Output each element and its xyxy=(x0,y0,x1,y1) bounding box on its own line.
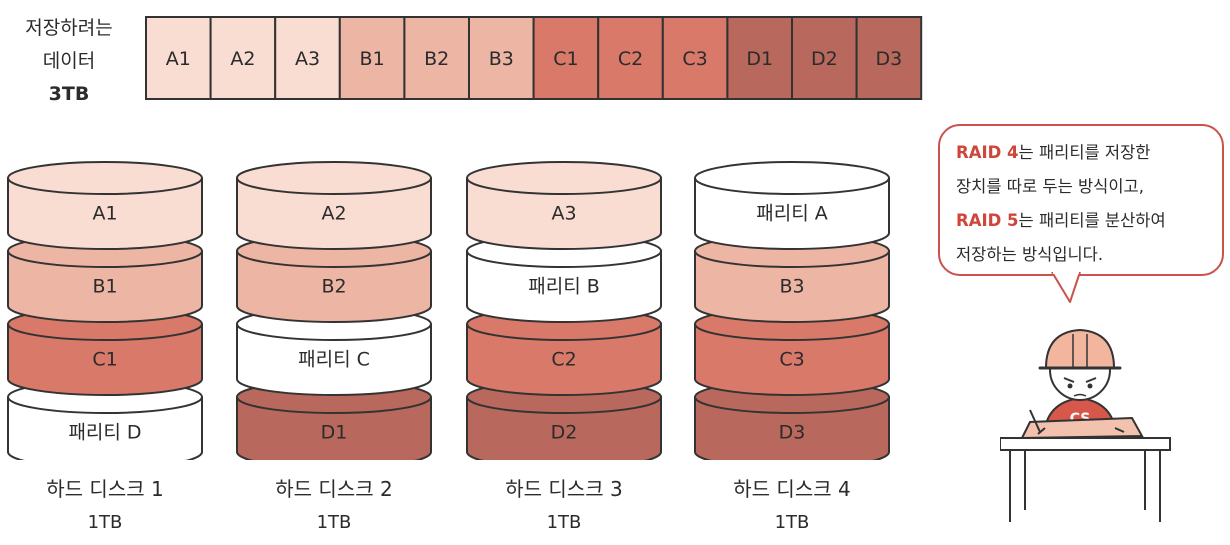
disk-segment: A1 xyxy=(7,161,203,250)
disk-segment-label: B1 xyxy=(92,276,117,298)
data-block-label: A1 xyxy=(166,48,191,70)
hard-disk-3: D2 C2 패리티 B A3 xyxy=(466,161,662,460)
data-block: C3 xyxy=(661,16,729,100)
disk-segment-label: D2 xyxy=(551,422,578,444)
disk-size-3: 1TB xyxy=(546,512,582,533)
disk-segment-label: B3 xyxy=(779,276,804,298)
data-block-label: D3 xyxy=(876,48,903,70)
disk-segment-label: A3 xyxy=(551,203,576,225)
disk-name-4: 하드 디스크 4 xyxy=(733,477,851,501)
disk-name-2: 하드 디스크 2 xyxy=(275,477,393,501)
bubble-line1: 는 패리티를 저장한 xyxy=(1018,143,1151,162)
disk-segment: 패리티 A xyxy=(694,161,890,250)
data-block-label: B2 xyxy=(424,48,449,70)
disk-size-4: 1TB xyxy=(774,512,810,533)
data-block: B2 xyxy=(403,16,470,100)
data-block: A2 xyxy=(209,16,277,100)
speech-bubble: RAID 4는 패리티를 저장한 장치를 따로 두는 방식이고, RAID 5는… xyxy=(938,124,1224,276)
disk-segment-label: C1 xyxy=(92,349,117,371)
data-block-label: C2 xyxy=(618,48,643,70)
bubble-line4: 저장하는 방식입니다. xyxy=(956,245,1104,264)
data-block-label: A2 xyxy=(230,48,255,70)
disk-size-2: 1TB xyxy=(316,512,352,533)
data-block: B1 xyxy=(338,16,406,100)
raid4-highlight: RAID 4 xyxy=(956,143,1019,162)
data-block: A1 xyxy=(145,16,212,100)
disk-segment-label: A2 xyxy=(321,203,346,225)
disk-segment-label: 패리티 D xyxy=(68,422,141,444)
disk-segment-label: C2 xyxy=(551,349,576,371)
data-block: D2 xyxy=(791,16,858,100)
bubble-line3: 는 패리티를 분산하여 xyxy=(1018,211,1166,230)
disk-segment: A2 xyxy=(236,161,432,250)
data-block-label: B3 xyxy=(489,48,514,70)
disk-size-1: 1TB xyxy=(87,512,123,533)
disk-segment-label: A1 xyxy=(92,203,117,225)
disk-segment-label: 패리티 C xyxy=(298,349,370,371)
data-block-label: C1 xyxy=(553,48,578,70)
data-block: A3 xyxy=(274,16,341,100)
disk-segment: A3 xyxy=(466,161,662,250)
engineer-character-illustration: CS xyxy=(1000,328,1171,522)
data-block-label: B1 xyxy=(360,48,385,70)
disk-name-3: 하드 디스크 3 xyxy=(505,477,623,501)
hard-disk-1: 패리티 D C1 B1 A1 xyxy=(7,161,203,460)
disk-segment: C1 xyxy=(7,307,203,396)
data-label-line2: 데이터 xyxy=(42,50,96,72)
data-block: C2 xyxy=(597,16,664,100)
data-block: C1 xyxy=(532,16,600,100)
disk-segment-label: 패리티 B xyxy=(528,276,600,298)
data-block-label: A3 xyxy=(295,48,320,70)
data-block: B3 xyxy=(468,16,535,100)
disk-name-1: 하드 디스크 1 xyxy=(46,477,164,501)
hard-disk-4: D3 C3 B3 패리티 A xyxy=(694,161,890,460)
hard-disk-2: D1 패리티 C B2 A2 xyxy=(236,161,432,460)
disk-segment-label: D1 xyxy=(321,422,348,444)
disk-segment-label: B2 xyxy=(321,276,346,298)
disk-segment-label: C3 xyxy=(779,349,804,371)
disk-segment-label: D3 xyxy=(779,422,806,444)
speech-bubble-tail xyxy=(1051,272,1081,303)
data-block-label: D2 xyxy=(811,48,838,70)
disk-segment-label: 패리티 A xyxy=(756,203,827,225)
data-size-label: 저장하려는 데이터 3TB xyxy=(14,12,124,111)
raid5-highlight: RAID 5 xyxy=(956,211,1019,230)
data-block-label: D1 xyxy=(746,48,773,70)
data-block-strip: A1 A2 A3 B1 B2 B3 C1 C2 C3 D1 D2 D3 xyxy=(145,16,923,100)
bubble-line2: 장치를 따로 두는 방식이고, xyxy=(956,177,1144,196)
data-block-label: C3 xyxy=(682,48,707,70)
data-label-line1: 저장하려는 xyxy=(25,17,113,39)
data-block: D3 xyxy=(855,16,923,100)
data-block: D1 xyxy=(726,16,794,100)
data-label-line3: 3TB xyxy=(48,83,90,105)
